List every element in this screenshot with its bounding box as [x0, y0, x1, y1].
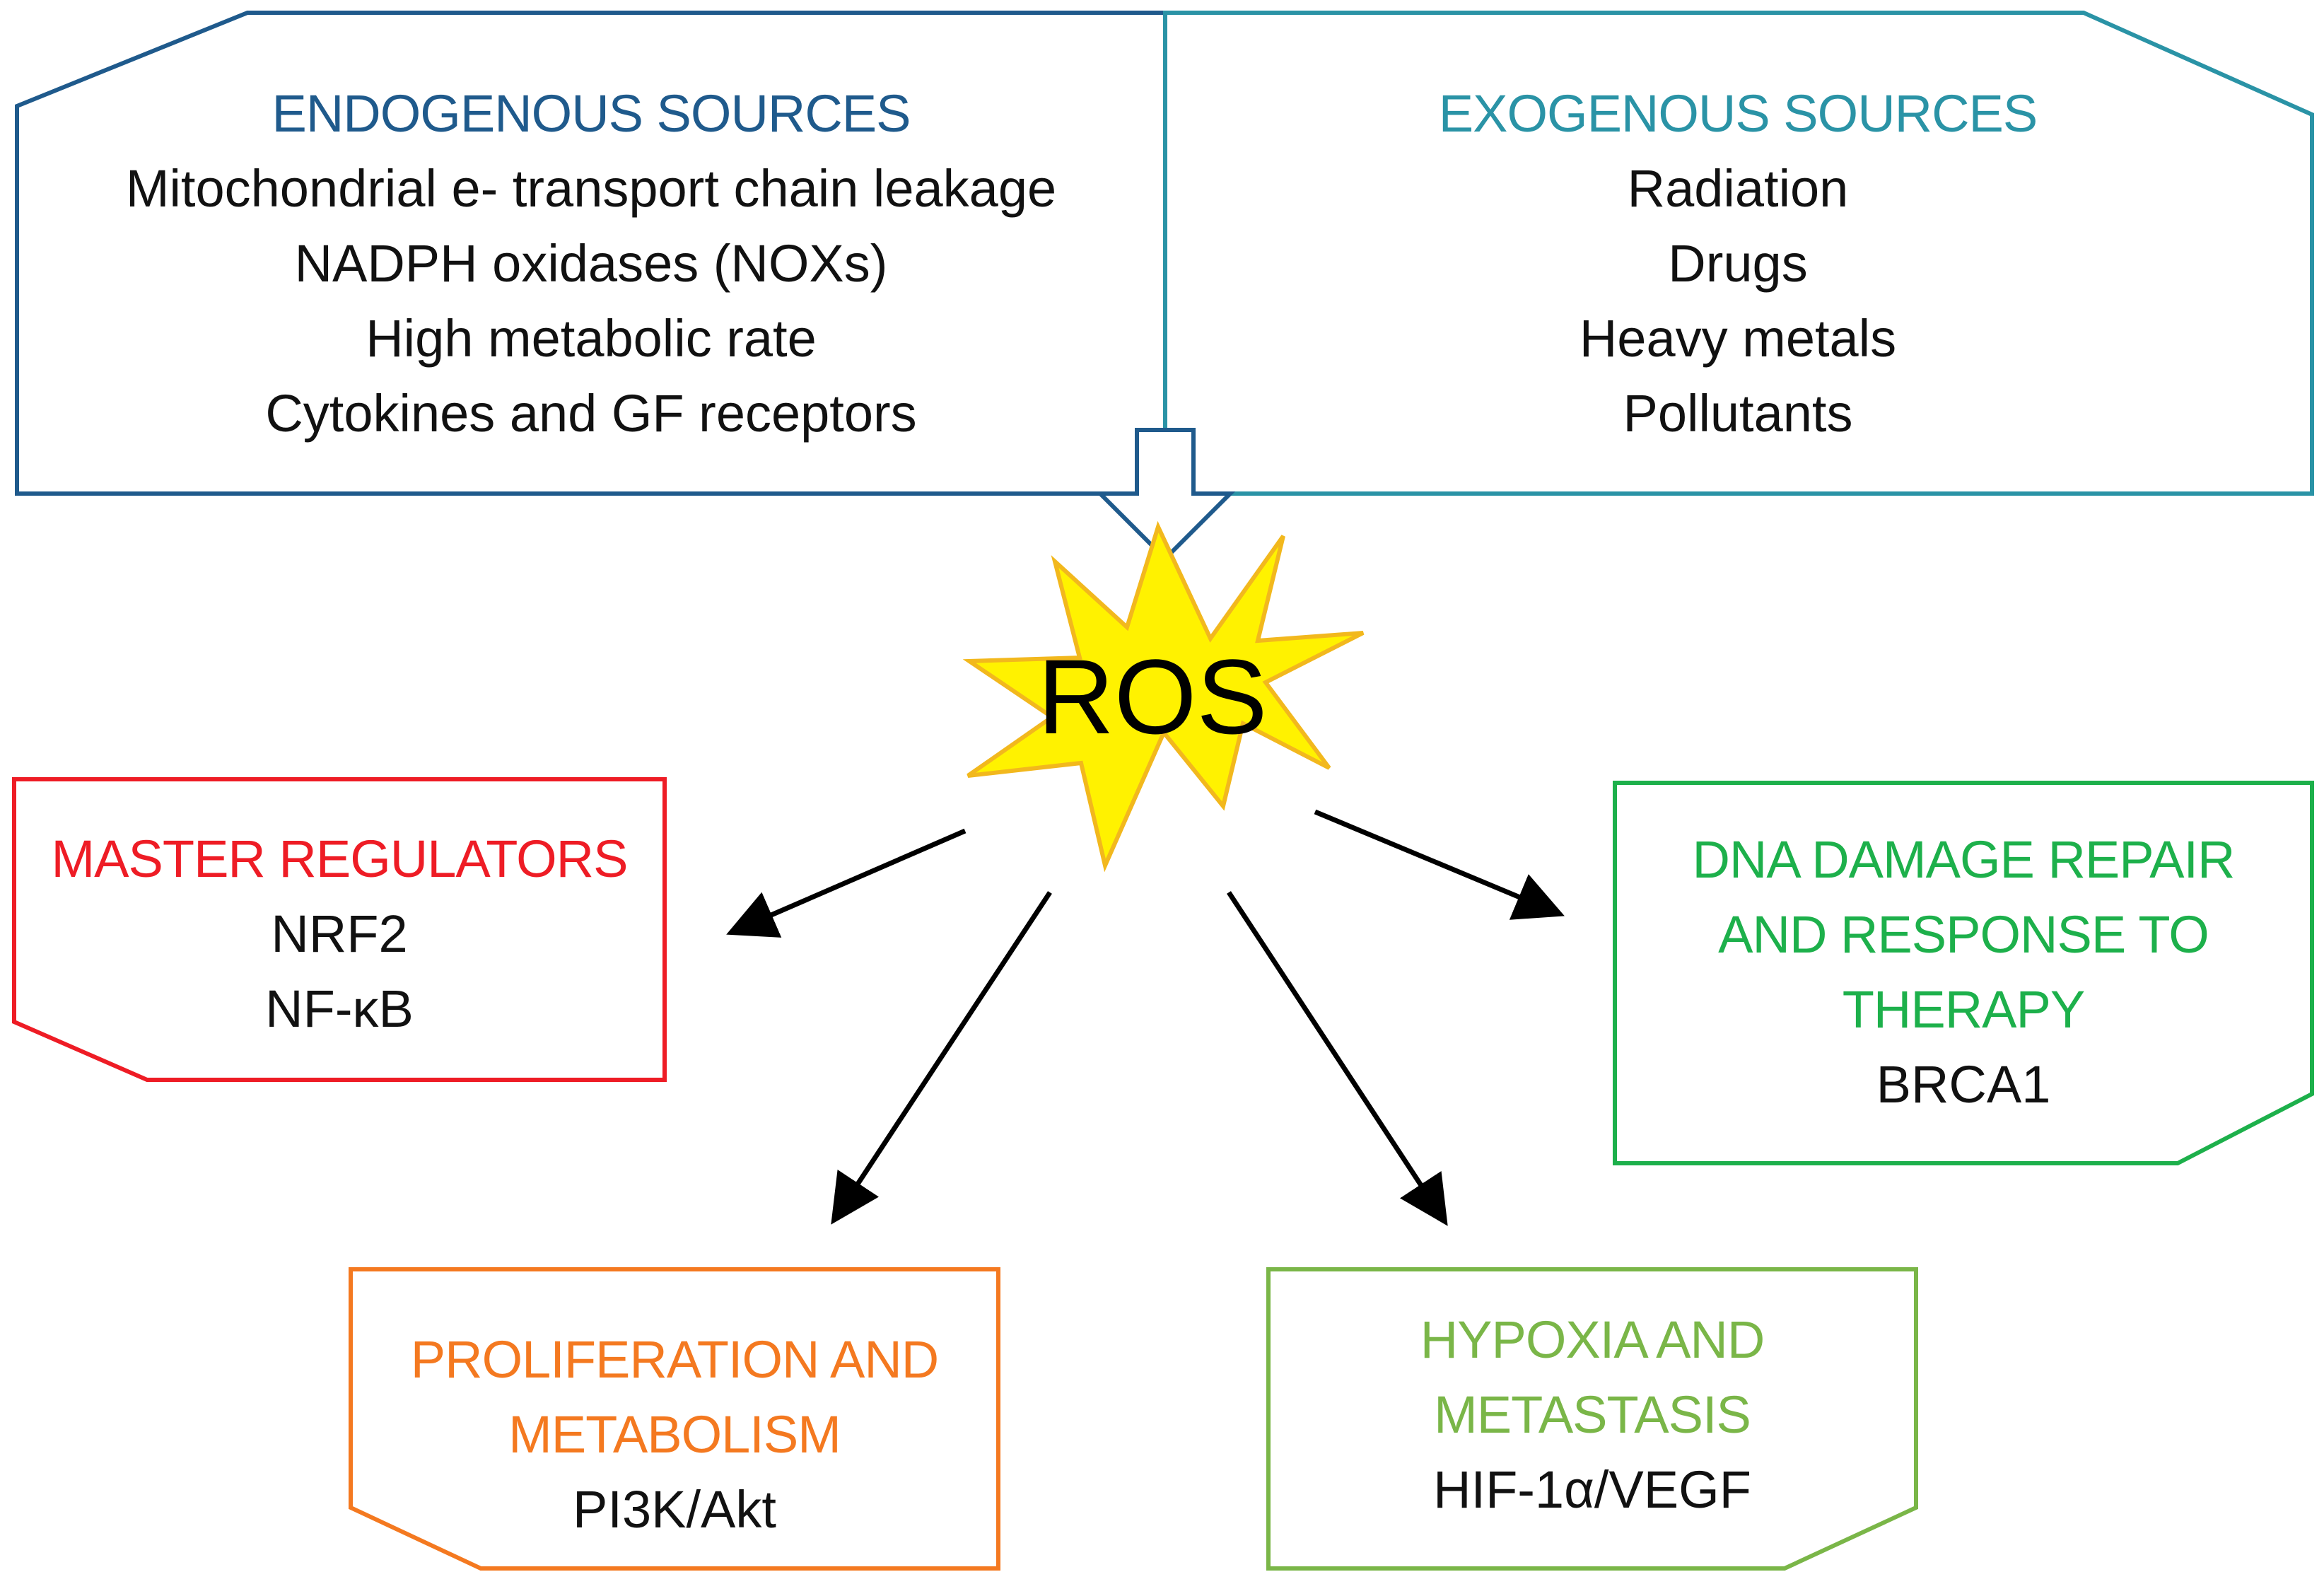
- dna-damage-title: AND RESPONSE TO: [1718, 905, 2209, 964]
- proliferation-title: METABOLISM: [508, 1405, 841, 1464]
- arrow-to-proliferation: [831, 891, 1052, 1225]
- hypoxia-box: [1266, 1267, 1918, 1571]
- proliferation-box: [349, 1267, 1000, 1571]
- dna-damage-title: THERAPY: [1842, 980, 2086, 1039]
- exogenous-item: Drugs: [1668, 234, 1808, 293]
- ros-burst-icon: [962, 520, 1365, 873]
- down-arrow-icon: [1094, 428, 1236, 562]
- arrow-to-dna-damage: [1314, 809, 1565, 920]
- proliferation-title: PROLIFERATION AND: [410, 1330, 939, 1389]
- hypoxia-item: HIF-1α/VEGF: [1433, 1460, 1751, 1519]
- master-regulators-item: NF-κB: [265, 979, 414, 1038]
- arrow-to-master-regulators: [726, 828, 967, 938]
- hypoxia-title: HYPOXIA AND: [1420, 1310, 1765, 1369]
- dna-damage-title: DNA DAMAGE REPAIR: [1692, 830, 2235, 889]
- exogenous-item: Heavy metals: [1579, 309, 1897, 368]
- dna-damage-item: BRCA1: [1876, 1055, 2051, 1114]
- ros-label: ROS: [1037, 637, 1268, 756]
- exogenous-item: Radiation: [1627, 159, 1849, 218]
- arrow-to-hypoxia: [1227, 891, 1448, 1226]
- master-regulators-item: NRF2: [271, 904, 408, 963]
- exogenous-box: [1163, 11, 2314, 496]
- endogenous-title: ENDOGENOUS SOURCES: [271, 84, 911, 143]
- exogenous-title: EXOGENOUS SOURCES: [1438, 84, 2038, 143]
- master-regulators-box: [12, 777, 667, 1082]
- hypoxia-title: METASTASIS: [1434, 1385, 1751, 1444]
- proliferation-item: PI3K/Akt: [573, 1480, 776, 1539]
- endogenous-item: Cytokines and GF receptors: [265, 384, 917, 443]
- dna-damage-box: [1613, 781, 2314, 1165]
- endogenous-item: High metabolic rate: [366, 309, 817, 368]
- master-regulators-title: MASTER REGULATORS: [51, 829, 629, 888]
- endogenous-item: NADPH oxidases (NOXs): [294, 234, 888, 293]
- endogenous-item: Mitochondrial e- transport chain leakage: [125, 159, 1057, 218]
- exogenous-item: Pollutants: [1623, 384, 1853, 443]
